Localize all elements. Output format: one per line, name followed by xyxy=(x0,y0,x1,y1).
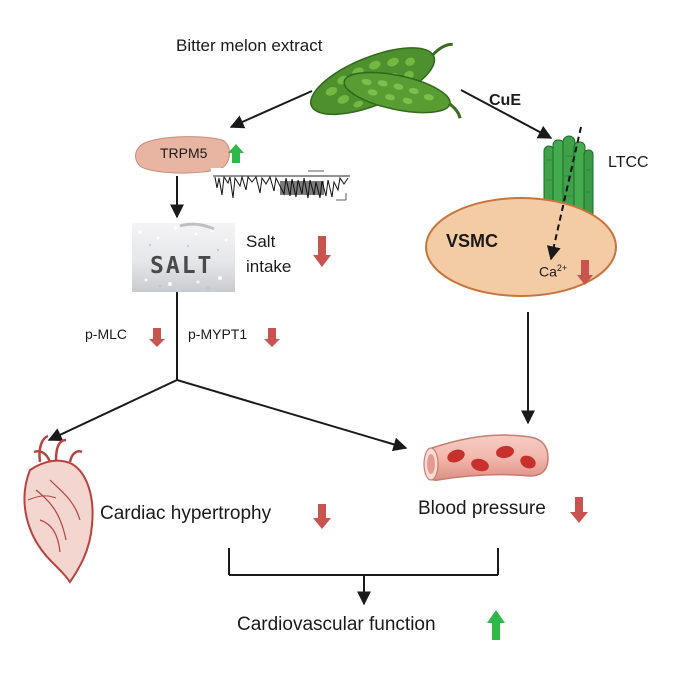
p-mlc-down-arrow xyxy=(149,328,165,347)
cv-function-up-arrow xyxy=(487,610,505,640)
vsmc-label: VSMC xyxy=(446,231,499,251)
salt-down-arrow xyxy=(313,236,331,267)
bitter-melon-extract-label: Bitter melon extract xyxy=(176,36,323,55)
salt-intake-line1: Salt xyxy=(246,232,276,251)
salt-photo-word: SALT xyxy=(150,253,214,279)
calcium-down-arrow xyxy=(577,260,593,285)
hypertrophy-down-arrow xyxy=(313,504,331,529)
blood-pressure-label: Blood pressure xyxy=(418,498,546,519)
arrow-melon-to-trpm5 xyxy=(229,90,313,129)
cue-label: CuE xyxy=(489,92,521,109)
bitter-melon-icon xyxy=(310,42,462,119)
anatomical-heart-icon xyxy=(23,434,94,584)
cardiovascular-function-label: Cardiovascular function xyxy=(237,614,436,635)
trpm5-up-arrow xyxy=(228,144,244,163)
p-mypt1-down-arrow xyxy=(264,328,280,347)
p-mlc-label: p-MLC xyxy=(85,326,128,342)
blood-vessel-icon xyxy=(423,434,549,481)
arrow-to-vessel xyxy=(176,379,408,452)
calcium-influx-arrow xyxy=(546,126,582,261)
blood-pressure-down-arrow xyxy=(570,497,588,523)
salt-intake-line2: intake xyxy=(246,257,292,276)
salt-intake-label: Salt intake xyxy=(246,229,291,279)
ltcc-label: LTCC xyxy=(608,154,649,171)
calcium-charge: 2+ xyxy=(556,263,568,273)
trpm5-label: TRPM5 xyxy=(160,145,208,161)
patch-clamp-trace-icon xyxy=(211,168,353,210)
arrow-melon-to-ltcc xyxy=(460,89,553,139)
p-mypt1-label: p-MYPT1 xyxy=(188,326,248,342)
vsmc-cell-icon xyxy=(425,197,617,297)
salt-pile-icon xyxy=(132,222,235,292)
cardiac-hypertrophy-label: Cardiac hypertrophy xyxy=(100,503,272,524)
calcium-symbol: Ca xyxy=(539,263,557,280)
calcium-label: Ca2+ xyxy=(539,263,567,280)
arrow-to-heart xyxy=(47,379,178,441)
